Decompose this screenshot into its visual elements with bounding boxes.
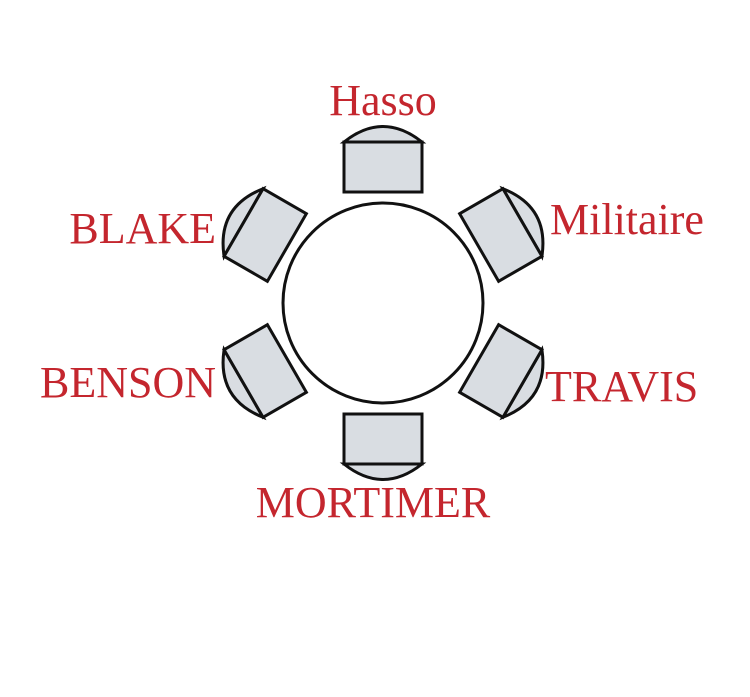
chair-militaire <box>457 185 545 284</box>
chair-benson <box>221 322 309 421</box>
label-mortimer: MORTIMER <box>256 478 491 527</box>
chair-seat <box>457 186 544 284</box>
label-hasso: Hasso <box>329 76 437 125</box>
label-militaire: Militaire <box>550 195 704 244</box>
label-blake: BLAKE <box>69 204 216 253</box>
round-table <box>281 201 485 405</box>
chair-blake <box>221 185 309 284</box>
chair-seat <box>222 322 309 420</box>
chair-seat <box>222 186 309 284</box>
chair-back <box>339 125 427 144</box>
chair-seat <box>457 322 544 420</box>
chair-mortimer <box>339 412 427 481</box>
chair-hasso <box>339 125 427 194</box>
label-benson: BENSON <box>40 358 216 407</box>
label-travis: TRAVIS <box>545 362 698 411</box>
chair-seat <box>342 140 424 194</box>
chair-seat <box>342 412 424 466</box>
chair-travis <box>457 322 545 421</box>
